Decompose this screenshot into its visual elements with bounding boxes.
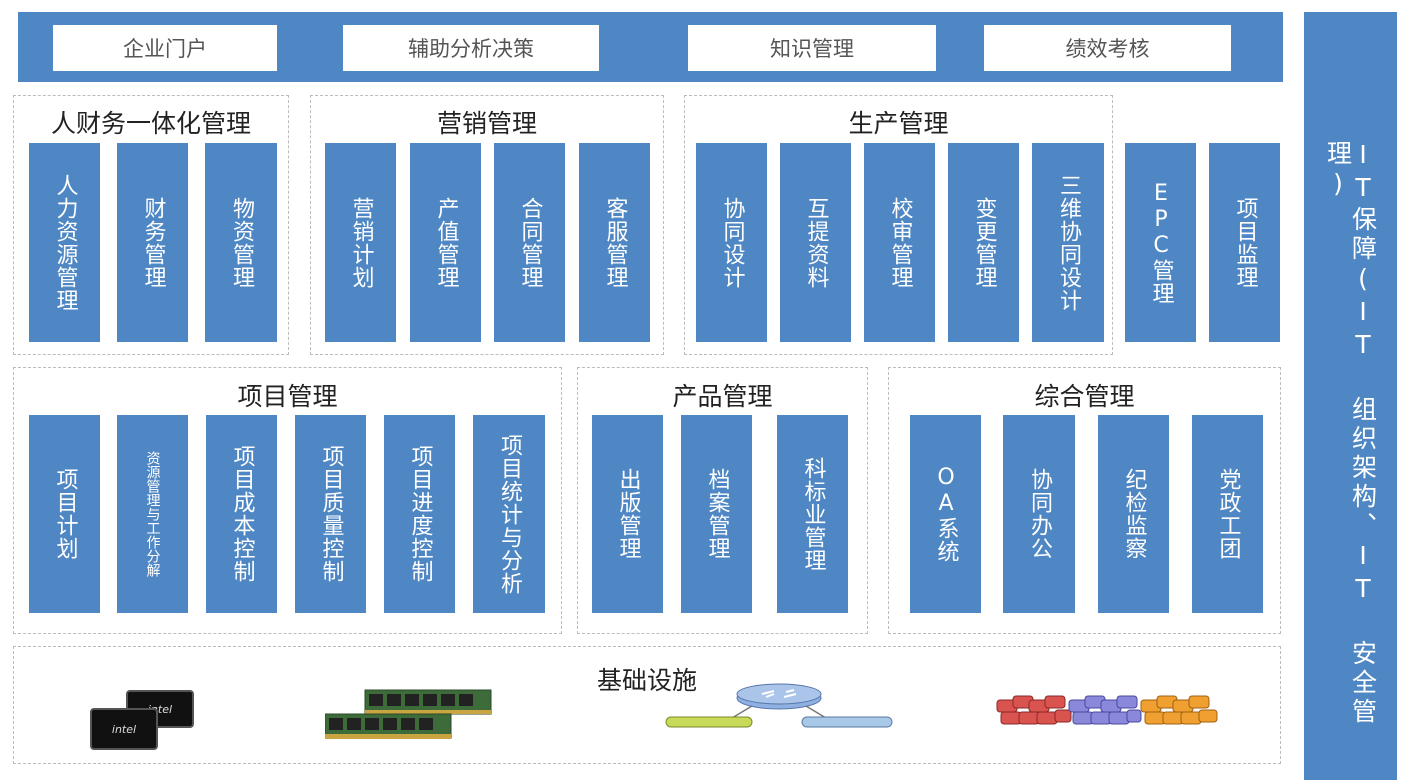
- tile-hr[interactable]: 人力资源管理: [29, 143, 100, 342]
- tile-discipline[interactable]: 纪检监察: [1098, 415, 1169, 613]
- tile-sales-plan[interactable]: 营销计划: [325, 143, 396, 342]
- tile-quality-control[interactable]: 项目质量控制: [295, 415, 366, 613]
- tile-publishing[interactable]: 出版管理: [592, 415, 663, 613]
- network-router-icon: [665, 683, 893, 728]
- tile-collab-office[interactable]: 协同办公: [1003, 415, 1075, 613]
- tile-3d-collab[interactable]: 三维协同设计: [1032, 143, 1104, 342]
- tile-materials[interactable]: 物资管理: [205, 143, 277, 342]
- tile-epc[interactable]: EPC管理: [1125, 143, 1196, 342]
- cpu-chip-icon: intel intel: [90, 690, 200, 752]
- portal-item-decision-support[interactable]: 辅助分析决策: [343, 25, 599, 71]
- tile-standards[interactable]: 科标业管理: [777, 415, 848, 613]
- group-title-marketing: 营销管理: [436, 109, 537, 138]
- tile-project-plan[interactable]: 项目计划: [29, 415, 100, 613]
- group-title-production: 生产管理: [848, 109, 949, 138]
- group-general: [888, 367, 1281, 634]
- group-title-general: 综合管理: [1034, 382, 1135, 411]
- tile-collab-design[interactable]: 协同设计: [696, 143, 767, 342]
- group-project: [13, 367, 562, 634]
- group-infrastructure: [13, 646, 1281, 764]
- group-marketing: [310, 95, 664, 355]
- tile-party[interactable]: 党政工团: [1192, 415, 1263, 613]
- tile-output-value[interactable]: 产值管理: [410, 143, 481, 342]
- tile-customer-service[interactable]: 客服管理: [579, 143, 650, 342]
- tile-contract[interactable]: 合同管理: [494, 143, 565, 342]
- group-finance: [13, 95, 289, 355]
- portal-item-performance[interactable]: 绩效考核: [984, 25, 1231, 71]
- tile-schedule-control[interactable]: 项目进度控制: [384, 415, 455, 613]
- tile-data-exchange[interactable]: 互提资料: [780, 143, 851, 342]
- storage-array-icon: [996, 695, 1218, 725]
- tile-archive[interactable]: 档案管理: [681, 415, 752, 613]
- group-product: [577, 367, 868, 634]
- group-title-project: 项目管理: [237, 382, 338, 411]
- tile-finance[interactable]: 财务管理: [117, 143, 188, 342]
- tile-statistics[interactable]: 项目统计与分析: [473, 415, 545, 613]
- tile-review[interactable]: 校审管理: [864, 143, 935, 342]
- tile-oa[interactable]: OA系统: [910, 415, 981, 613]
- group-title-product: 产品管理: [672, 382, 773, 411]
- portal-item-enterprise[interactable]: 企业门户: [53, 25, 277, 71]
- chip-label: intel: [90, 708, 158, 750]
- group-production: [684, 95, 1113, 355]
- portal-item-knowledge[interactable]: 知识管理: [688, 25, 936, 71]
- tile-resource-wbs[interactable]: 资源管理与工作分解: [117, 415, 188, 613]
- memory-module-icon: [325, 689, 492, 739]
- tile-change[interactable]: 变更管理: [948, 143, 1019, 342]
- group-title-finance: 人财务一体化管理: [50, 109, 251, 138]
- tile-supervision[interactable]: 项目监理: [1209, 143, 1280, 342]
- it-support-label: IT保障(IT 组织架构、IT 安全管理): [1323, 140, 1378, 727]
- it-support-panel: IT保障(IT 组织架构、IT 安全管理): [1304, 12, 1397, 780]
- tile-cost-control[interactable]: 项目成本控制: [206, 415, 277, 613]
- group-title-infrastructure: 基础设施: [596, 666, 697, 695]
